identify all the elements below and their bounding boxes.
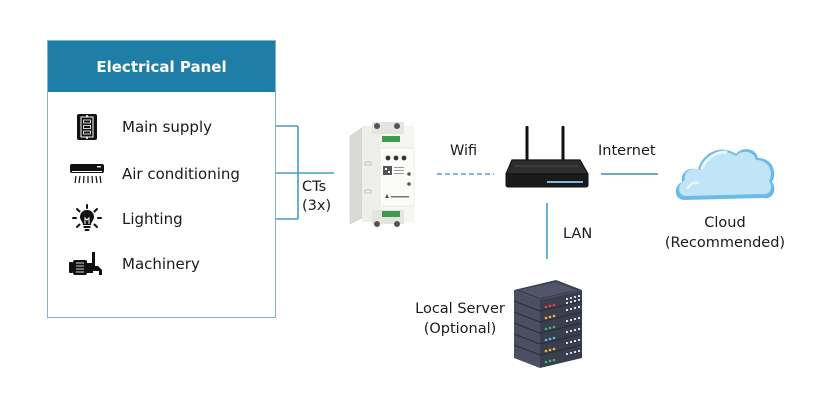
load-item-air-conditioning: Air conditioning <box>68 157 240 191</box>
cts-count-label: (3x) <box>302 198 332 214</box>
motor-icon <box>68 249 106 279</box>
load-label: Main supply <box>122 118 212 136</box>
internet-label: Internet <box>598 143 656 159</box>
air-conditioner-icon <box>68 159 106 189</box>
load-item-machinery: Machinery <box>68 247 200 281</box>
cloud <box>672 138 782 208</box>
cloud-icon <box>675 149 775 200</box>
cts-label: CTs <box>302 179 327 195</box>
load-label: Machinery <box>122 255 200 273</box>
electrical-panel: Electrical Panel Main supply <box>47 40 276 318</box>
lan-label: LAN <box>563 226 593 242</box>
load-item-main-supply: Main supply <box>68 110 212 144</box>
light-bulb-icon <box>68 204 106 234</box>
energy-meter <box>342 118 426 230</box>
router-icon <box>505 126 590 188</box>
cloud-label-line1: Cloud <box>704 215 746 231</box>
server-label-line2: (Optional) <box>423 321 497 337</box>
panel-title: Electrical Panel <box>96 57 227 76</box>
load-label: Lighting <box>122 210 183 228</box>
local-server <box>512 278 584 370</box>
server-label-line1: Local Server <box>415 301 505 317</box>
panel-header: Electrical Panel <box>48 41 275 92</box>
energy-meter-icon <box>349 122 415 227</box>
load-label: Air conditioning <box>122 165 240 183</box>
breaker-icon <box>68 112 106 142</box>
load-item-lighting: Lighting <box>68 202 183 236</box>
cloud-label-line2: (Recommended) <box>664 235 786 251</box>
router <box>502 124 592 190</box>
server-icon <box>513 280 583 368</box>
wifi-label: Wifi <box>450 143 478 159</box>
